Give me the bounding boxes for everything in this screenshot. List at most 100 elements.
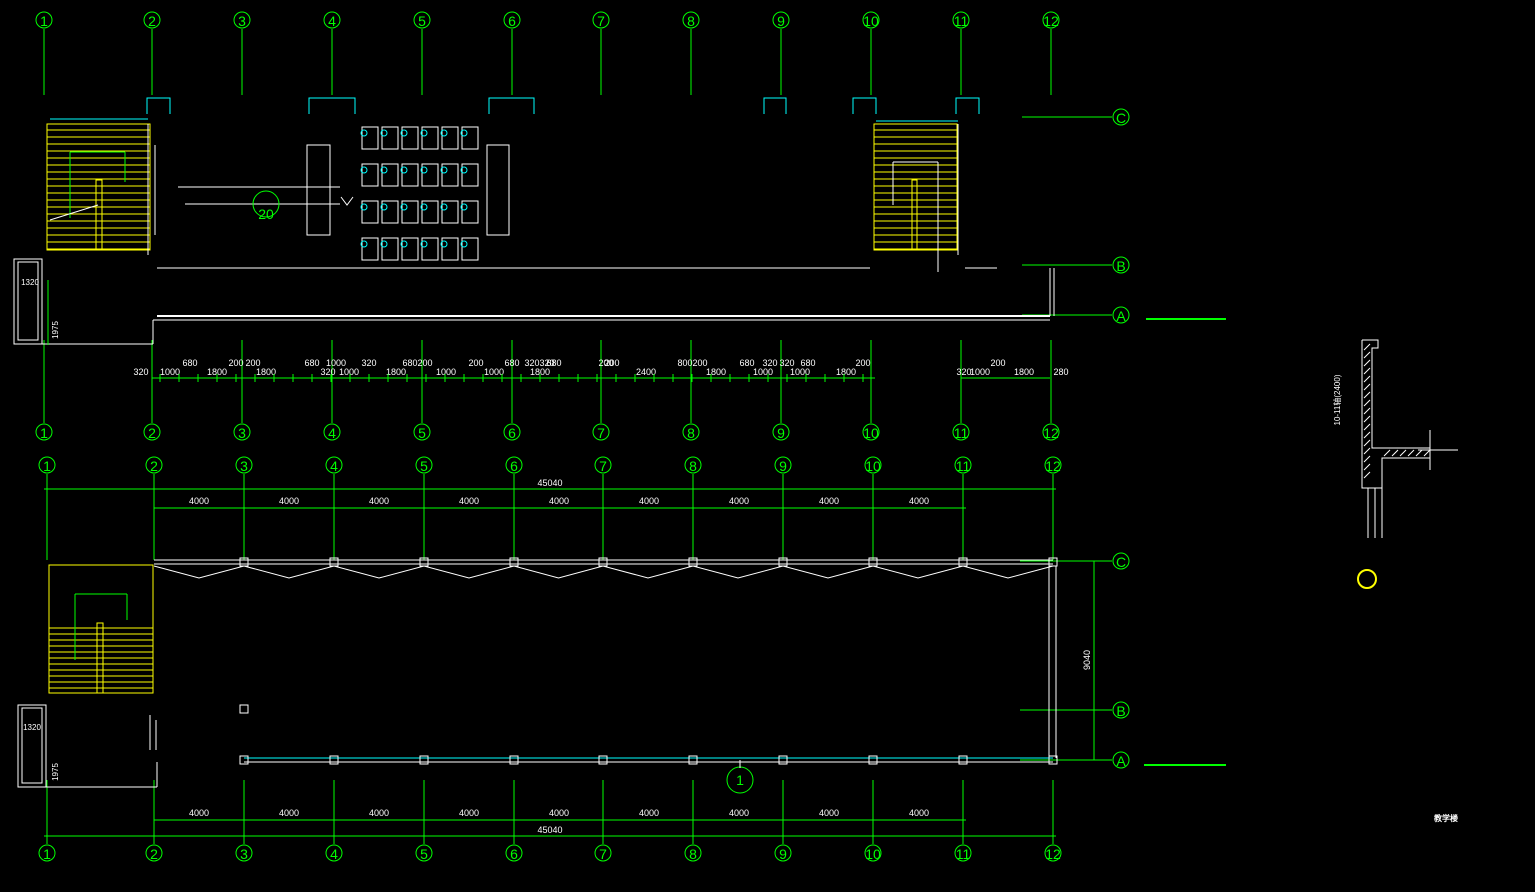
grid-bubble-lower-top-4-circle	[325, 456, 343, 474]
dim-text-upper-small: 320	[539, 358, 554, 368]
hatch-line	[1415, 449, 1423, 457]
hatch-line	[1363, 407, 1371, 415]
dim-text-upper: 1800	[836, 367, 856, 377]
grid-bubble-mid-1-circle	[35, 423, 53, 441]
dim-text-upper-small: 200	[245, 358, 260, 368]
right-stair-outline	[873, 123, 958, 251]
grid-bubble-lower-top-8-circle	[684, 456, 702, 474]
window-opening	[955, 97, 980, 114]
chair	[380, 129, 388, 137]
grid-bubble-mid-10-label: 10	[863, 425, 879, 441]
grid-bubble-bottom-10-circle	[864, 844, 882, 862]
drawing-caption: 教学楼	[1433, 813, 1458, 823]
dim-bay-top: 4000	[909, 496, 929, 506]
row-bubble-lower-C-label: C	[1116, 554, 1126, 570]
grid-bubble-top-12-circle	[1042, 11, 1060, 29]
row-bubble-lower-A-label: A	[1116, 753, 1126, 769]
hatch-line	[1363, 399, 1371, 407]
stair-break-line	[49, 204, 99, 221]
grid-bubble-mid-12-circle	[1042, 423, 1060, 441]
grid-bubble-bottom-1-circle	[38, 844, 56, 862]
row-bubble-upper-A-circle	[1112, 306, 1130, 324]
dim-text-upper-small: 680	[504, 358, 519, 368]
dim-1320-lower: 1320	[23, 723, 41, 732]
grid-bubble-top-6-circle	[503, 11, 521, 29]
chair	[380, 203, 388, 211]
chair	[420, 129, 428, 137]
grid-bubble-lower-top-5-circle	[415, 456, 433, 474]
grid-bubble-lower-top-12-label: 12	[1045, 458, 1061, 474]
dim-bay-bottom: 4000	[639, 808, 659, 818]
dim-text-upper-small: 680	[800, 358, 815, 368]
window-opening	[146, 97, 171, 114]
grid-bubble-mid-8-label: 8	[687, 425, 695, 441]
lectern-mark	[340, 196, 354, 206]
dim-text-upper: 280	[1053, 367, 1068, 377]
section-mark-circle	[252, 190, 280, 218]
column	[1048, 755, 1058, 765]
dim-text-upper: 1000	[436, 367, 456, 377]
desk	[401, 163, 419, 187]
hatch-line	[1407, 449, 1415, 457]
desk	[361, 126, 379, 150]
section-mark-label: 20	[258, 206, 274, 222]
grid-bubble-mid-6-circle	[503, 423, 521, 441]
row-bubble-lower-B-label: B	[1116, 703, 1125, 719]
grid-bubble-top-3-circle	[233, 11, 251, 29]
chair	[360, 166, 368, 174]
dim-text-upper: 1800	[530, 367, 550, 377]
hatch-line	[1363, 351, 1371, 359]
hatch-line	[1363, 439, 1371, 447]
grid-bubble-bottom-9-label: 9	[779, 846, 787, 862]
desk	[401, 200, 419, 224]
row-bubble-upper-C-circle	[1112, 108, 1130, 126]
chair	[420, 240, 428, 248]
dim-text-upper-small: 320	[524, 358, 539, 368]
grid-bubble-bottom-4-circle	[325, 844, 343, 862]
grid-bubble-lower-top-8-label: 8	[689, 458, 697, 474]
hatch-line	[1423, 449, 1431, 457]
hatch-line	[1363, 343, 1371, 351]
grid-bubble-lower-top-6-circle	[505, 456, 523, 474]
stair-railing	[911, 179, 918, 251]
grid-bubble-bottom-6-circle	[505, 844, 523, 862]
column	[239, 755, 249, 765]
desk	[361, 163, 379, 187]
grid-bubble-mid-4-label: 4	[328, 425, 336, 441]
column	[509, 557, 519, 567]
grid-bubble-bottom-8-label: 8	[689, 846, 697, 862]
grid-bubble-top-1-label: 1	[40, 13, 48, 29]
grid-bubble-mid-7-label: 7	[597, 425, 605, 441]
dim-text-upper: 320	[956, 367, 971, 377]
grid-bubble-top-11-circle	[952, 11, 970, 29]
dim-text-upper: 1800	[256, 367, 276, 377]
grid-bubble-top-7-label: 7	[597, 13, 605, 29]
hatch-line	[1363, 391, 1371, 399]
desk	[441, 200, 459, 224]
grid-bubble-mid-10-circle	[862, 423, 880, 441]
column	[598, 755, 608, 765]
grid-bubble-bottom-3-circle	[235, 844, 253, 862]
dim-text-upper: 1800	[207, 367, 227, 377]
dim-text-upper-small: 200	[855, 358, 870, 368]
grid-bubble-top-3-label: 3	[238, 13, 246, 29]
grid-bubble-lower-top-9-circle	[774, 456, 792, 474]
hatch-line	[1383, 449, 1391, 457]
grid-bubble-mid-2-label: 2	[148, 425, 156, 441]
hatch-line	[1363, 383, 1371, 391]
chair	[460, 240, 468, 248]
grid-bubble-top-8-circle	[682, 11, 700, 29]
column	[598, 557, 608, 567]
grid-bubble-top-9-circle	[772, 11, 790, 29]
hatch-line	[1363, 447, 1371, 455]
grid-bubble-lower-top-7-label: 7	[599, 458, 607, 474]
grid-bubble-bottom-11-label: 11	[956, 846, 971, 862]
desk	[461, 163, 479, 187]
dim-text-upper-small: 200	[417, 358, 432, 368]
row-bubble-lower-A-circle	[1112, 751, 1130, 769]
dim-bay-bottom: 4000	[369, 808, 389, 818]
grid-bubble-mid-4-circle	[323, 423, 341, 441]
stair-railing	[95, 179, 103, 251]
hatch-line	[1363, 463, 1371, 471]
